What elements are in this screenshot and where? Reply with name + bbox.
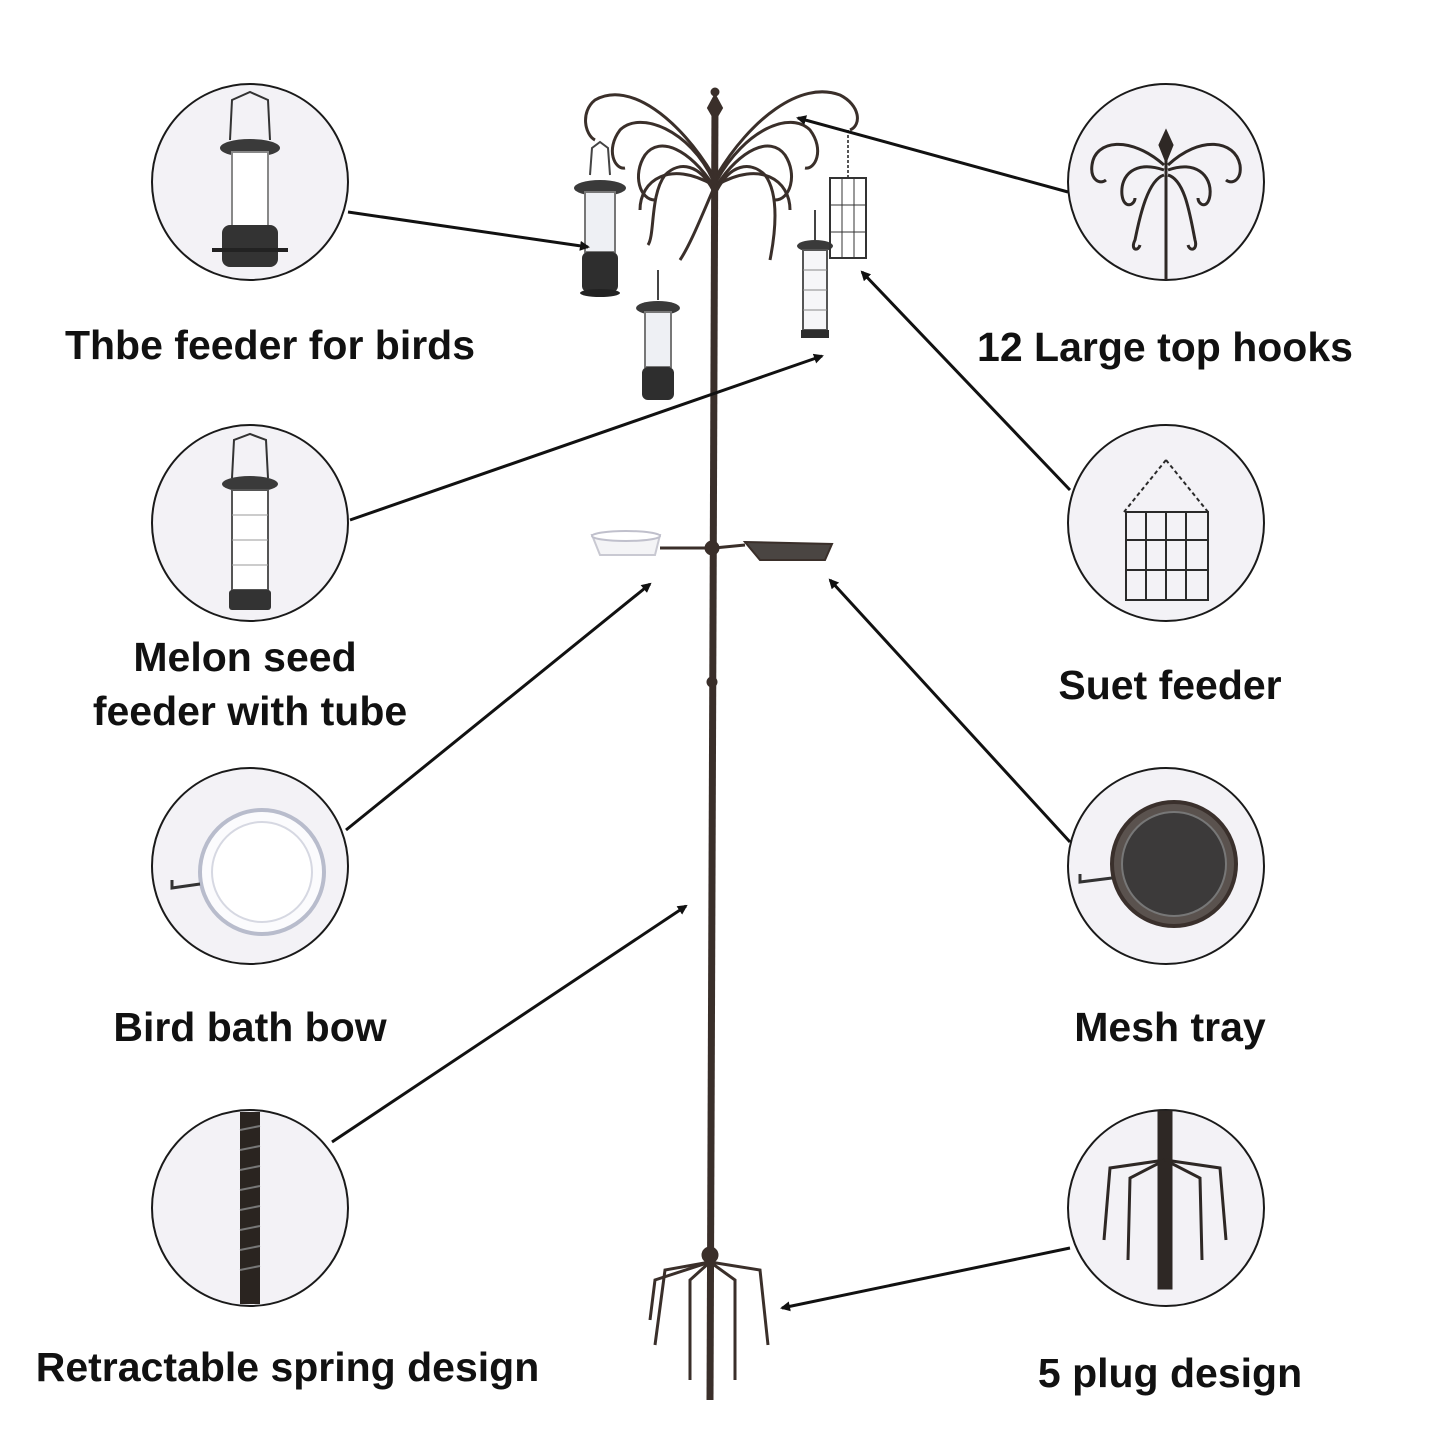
hanging-tube-feeder-small-icon [636,270,680,400]
mesh-tray-icon [1078,800,1238,928]
mesh-tray-callout [1067,767,1265,965]
bird-bath-label: Bird bath bow [113,1004,387,1050]
arrow-tube-feeder [347,210,590,251]
arrow-plug [780,1246,1071,1312]
hanging-suet-cage-icon [829,130,867,259]
melon-feeder-label-line2: feeder with tube [92,688,408,734]
plug-stake-icon [1102,1110,1228,1290]
arrow-mesh-feeder [349,353,824,522]
bird-bath-icon [170,808,326,936]
hanging-mesh-feeder-icon [797,210,833,338]
melon-feeder-label-line1: Melon seed [133,634,357,680]
pole-assembly-icon [584,87,859,1401]
hooks-icon [1090,128,1242,280]
spring-callout [151,1109,349,1307]
bird-bath-callout [151,767,349,965]
top-hooks-label: 12 Large top hooks [977,324,1353,370]
tube-feeder-icon [212,90,288,267]
plug-callout [1067,1109,1265,1307]
spring-label: Retractable spring design [35,1344,540,1390]
arrow-bird-bath [345,582,652,832]
mesh-tray-label: Mesh tray [1074,1004,1266,1050]
tube-feeder-label: Thbe feeder for birds [64,322,476,368]
suet-feeder-label: Suet feeder [1058,662,1282,708]
arrow-suet-feeder [860,270,1072,492]
hanging-tube-feeder-icon [574,140,626,297]
arrow-top-hooks [796,115,1069,194]
spring-icon [239,1112,261,1304]
mesh-feeder-callout [151,424,349,622]
arrow-mesh-tray [828,578,1072,844]
mesh-feeder-icon [222,432,278,610]
suet-cage-icon [1123,459,1209,601]
plug-label: 5 plug design [1037,1350,1303,1396]
callout-arrows [331,115,1072,1312]
tube-feeder-callout [151,83,349,281]
suet-feeder-callout [1067,424,1265,622]
arrow-spring [331,904,688,1144]
top-hooks-callout [1067,83,1265,281]
